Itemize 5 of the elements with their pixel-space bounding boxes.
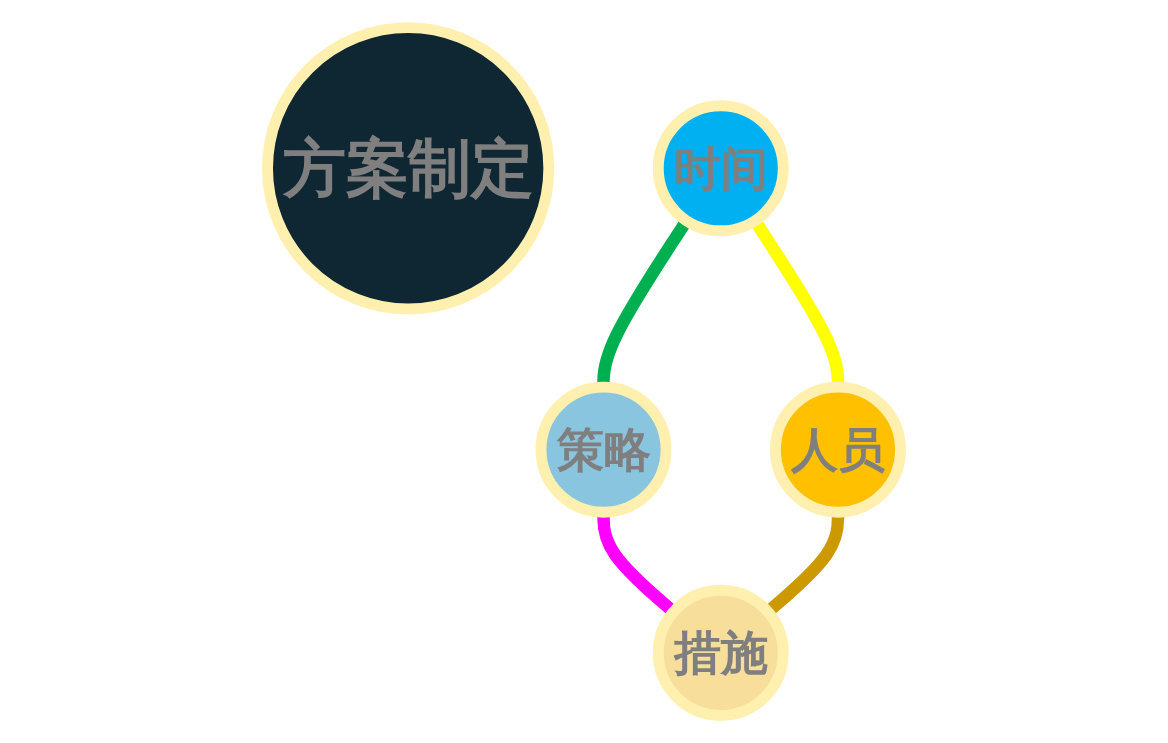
node-circle: 策略 xyxy=(535,381,672,518)
node-circle: 措施 xyxy=(652,584,789,721)
node-circle: 人员 xyxy=(770,381,906,518)
node-circle: 方案制定 xyxy=(262,22,555,315)
node-circle: 时间 xyxy=(652,100,789,237)
